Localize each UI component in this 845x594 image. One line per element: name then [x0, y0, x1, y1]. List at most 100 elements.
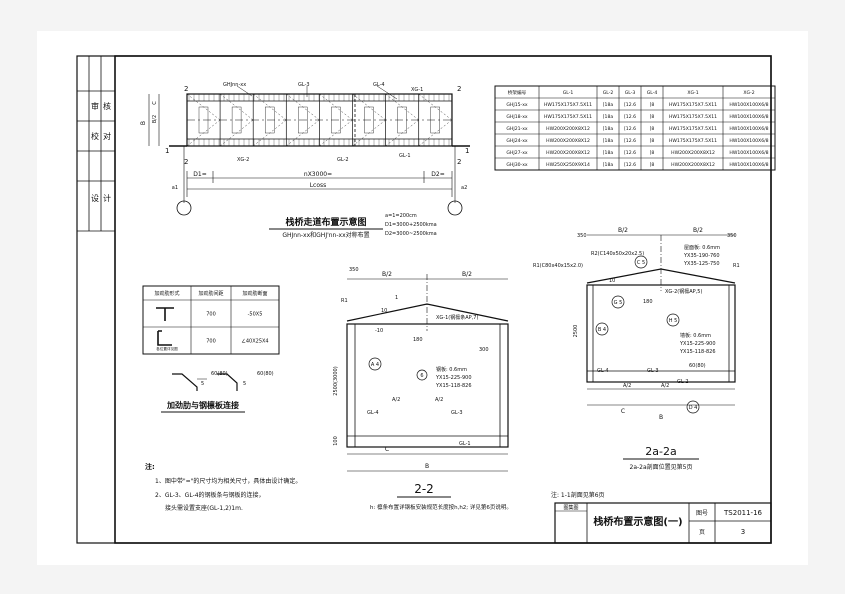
rib-detail-label-2: 60(80): [257, 371, 274, 377]
rib-detail-num-2: 5: [243, 381, 246, 387]
member-table-header: GL-3: [625, 90, 636, 96]
drawing-sheet: 审 核 校 对 设 计 D1= nX3000= D2= Lcoss B C B/…: [37, 31, 808, 565]
rib-table-header: 加劲肋断面: [242, 290, 267, 297]
plan-label-xg2: XG-2: [237, 157, 249, 163]
s2a-title: 2a-2a: [645, 445, 676, 458]
member-table-cell: HW200X200X8X12: [546, 126, 590, 132]
member-table-cell: [12.6: [624, 162, 636, 168]
member-table-cell: [8: [650, 162, 655, 168]
plan-dim-d2: D2=: [431, 171, 444, 178]
plan-sec-mark-2-top-r: 2: [457, 85, 461, 93]
axis-bubble-a1: [176, 200, 192, 216]
s22-dim-350: 350: [349, 267, 359, 273]
member-table-cell: HW100X100X6/8: [729, 138, 768, 144]
member-table-cell: [18a: [603, 162, 614, 168]
s2a-dim-b: B: [659, 414, 663, 421]
rib-detail-label-1: 60(80): [211, 371, 228, 377]
plan-sec-mark-2-top: 2: [184, 85, 188, 93]
s22-b2-right: B/2: [462, 271, 472, 278]
s2a-dim-350-r: 350: [727, 233, 737, 239]
notes-item-2b: 接头需设置支座(GL-1,2)1m.: [165, 504, 243, 512]
s22-dim-10: 10: [381, 308, 387, 314]
drawing-canvas: 审 核 校 对 设 计 D1= nX3000= D2= Lcoss B C B/…: [76, 55, 776, 544]
member-table-cell: GHJ24-xx: [506, 138, 528, 144]
member-table-cell: HW100X100X6/8: [729, 162, 768, 168]
plan-axis-a2: a2: [461, 185, 467, 191]
s22-yx-title: 钢板: 0.6mm: [436, 366, 467, 373]
member-table-cell: HW100X100X6/8: [729, 150, 768, 156]
plan-label-ghj: GHJnn-xx: [223, 82, 246, 88]
s22-b2-left: B/2: [382, 271, 392, 278]
tb-page-label: 页: [699, 529, 705, 536]
member-table-cell: HW175X175X7.5X11: [669, 114, 717, 120]
s2a-circle-b4: B 4: [598, 327, 606, 333]
plan-label-gl2: GL-2: [337, 157, 349, 163]
member-table-cell: [8: [650, 102, 655, 108]
side-label-6: 计: [103, 193, 111, 203]
s2a-b2-left: B/2: [618, 227, 628, 234]
member-table-cell: GHJ15-xx: [506, 102, 528, 108]
s22-gl3: GL-3: [451, 410, 463, 416]
plan-note-1: a=1=200cm: [385, 213, 417, 219]
member-table-cell: [12.6: [624, 138, 636, 144]
inner-frame: [114, 55, 772, 544]
plan-dim-b2: B/2: [152, 115, 158, 123]
member-table-cell: [18a: [603, 126, 614, 132]
s2a-xg2: XG-2(钢檩AP,5): [665, 288, 702, 295]
notes: 注: 1、图中带"="的尺寸均为相关尺寸，具体由设计确定。 2、GL-3、GL-…: [145, 462, 605, 512]
rib-t-shape-icon: [156, 307, 174, 321]
section-2-2: B/2 B/2 350 R1 10 1 XG-1(钢檩条AP,7) -10 18…: [333, 267, 512, 511]
plan-sec-mark-2-bot: 2: [184, 158, 188, 166]
s22-gl4: GL-4: [367, 410, 379, 416]
plan-dim-lcoss: Lcoss: [310, 182, 327, 189]
s2a-dim-10: 10: [609, 278, 615, 284]
plan-note-3: D2=3000~2500kma: [385, 231, 437, 237]
member-table-header: XG-1: [687, 90, 698, 96]
member-table-header: 桥架编号: [508, 89, 527, 96]
member-table-cell: GHJ30-xx: [506, 162, 528, 168]
tb-atlas-no-label: 图号: [696, 510, 708, 517]
member-table-cell: [8: [650, 114, 655, 120]
plan-subtitle: GHJnn-xx和GHJ'nn-xx对称布置: [282, 231, 369, 239]
s2a-dim-2500: 2500: [573, 325, 579, 338]
rib-table-cell: 700: [206, 312, 216, 318]
plan-title: 栈桥走道布置示意图: [285, 216, 366, 228]
member-table-cell: [8: [650, 126, 655, 132]
notes-item-2: 2、GL-3、GL-4的钢板条与钢板的连接，: [155, 491, 265, 499]
s2a-yx-title2: 墙板: 0.6mm: [680, 332, 711, 339]
tb-atlas-no: TS2011-16: [723, 509, 763, 517]
member-table-header: GL-4: [647, 90, 658, 96]
s2a-yx-a: YX35-190-760: [683, 253, 720, 259]
s2a-dim-350-l: 350: [577, 233, 587, 239]
rib-table-header: 加劲肋间距: [198, 290, 223, 297]
plan-dim-c: C: [152, 101, 158, 105]
member-table-cell: HW100X100X6/8: [729, 114, 768, 120]
section-2a-2a: B/2 B/2 350 350 R1(C80x40x15x2.0) R2(C14…: [533, 227, 740, 471]
s2a-b2-right: B/2: [693, 227, 703, 234]
member-table-cell: [12.6: [624, 150, 636, 156]
member-table-cell: [18a: [603, 150, 614, 156]
s2a-yx-d: YX15-118-826: [679, 349, 716, 355]
member-table-header: GL-2: [603, 90, 614, 96]
s2a-circle-d4: D 4: [689, 405, 698, 411]
plan-axis-a1: a1: [172, 185, 178, 191]
s22-a2-right: A/2: [435, 397, 443, 403]
rib-detail: 60(80) 60(80) 5 5 加劲肋与钢檩板连接: [161, 371, 274, 413]
plan-label-gl4: GL-4: [373, 82, 385, 88]
member-table-cell: HW175X175X7.5X11: [669, 138, 717, 144]
member-table-cell: [18a: [603, 114, 614, 120]
member-table-cell: HW250X250X9X14: [546, 162, 590, 168]
s22-a2-left: A/2: [392, 397, 400, 403]
s2a-r1l: R1(C80x40x15x2.0): [533, 263, 583, 269]
s22-yx1: YX15-225-900: [435, 375, 472, 381]
rib-table-cell: -50X5: [248, 312, 263, 318]
s22-dim-minus10: -10: [375, 328, 383, 334]
s22-circle-b: 6: [420, 373, 423, 379]
member-table-cell: HW175X175X7.5X11: [544, 102, 592, 108]
s2a-a2r: A/2: [661, 383, 669, 389]
notes-item-1: 1、图中带"="的尺寸均为相关尺寸，具体由设计确定。: [155, 477, 301, 485]
s2a-gl2: GL-2: [677, 379, 689, 385]
plan-note-2: D1=3000+2500kma: [385, 222, 437, 228]
plan-dim-d1: D1=: [193, 171, 206, 178]
side-label-3: 校: [91, 131, 99, 141]
